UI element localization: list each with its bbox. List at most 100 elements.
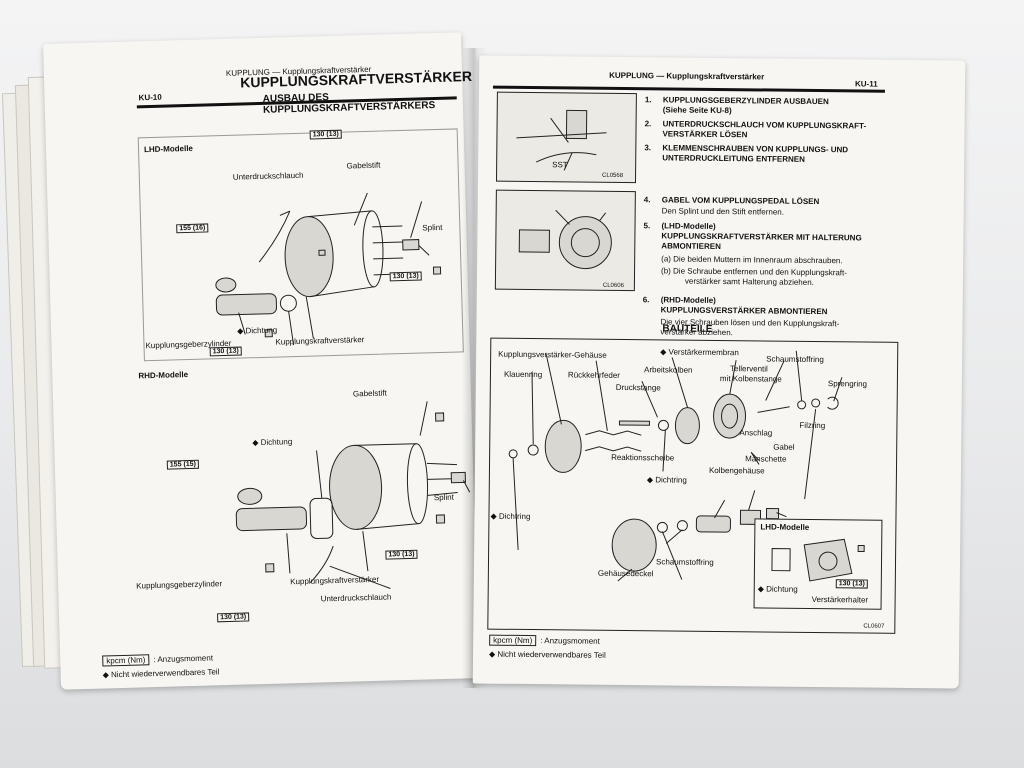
lhd-inset-label-dichtung: ◆ Dichtung <box>757 584 798 594</box>
part-label-manschette: Manschette <box>745 454 787 464</box>
rhd-booster-front <box>329 444 383 530</box>
bauteile-leader-lines <box>512 350 843 582</box>
part-verstaerkermembran-inner <box>721 403 739 429</box>
part-sprengring <box>827 396 839 410</box>
bauteile-code: CL0607 <box>863 623 885 630</box>
part-label-gehaeusedeckel: Gehäusedeckel <box>597 568 654 579</box>
step-6-title-2: KUPPLUNGSVERSTÄRKER ABMONTIEREN <box>660 305 828 317</box>
step-4-body: Den Splint und den Stift entfernen. <box>661 206 785 217</box>
step-1-number: 1. <box>644 95 652 105</box>
step-5-number: 5. <box>643 221 651 231</box>
step-4: 4. GABEL VOM KUPPLUNGSPEDAL LÖSEN Den Sp… <box>644 195 944 222</box>
part-label-anschlag: Anschlag <box>739 428 773 438</box>
part-kolbengehaeuse <box>695 515 731 533</box>
lhd-gasket <box>279 294 297 312</box>
part-schaumstoffring-bottom <box>656 521 668 533</box>
lhd-inset-drawing <box>771 538 865 582</box>
lhd-exploded-diagram <box>215 192 442 346</box>
rhd-label-splint: Splint <box>433 492 455 503</box>
part-label-arbeitskolben: Arbeitskolben <box>643 365 693 375</box>
part-label-tellerventil: Tellerventil <box>729 364 768 374</box>
part-reaktionsscheibe <box>657 419 669 431</box>
lhd-inset-nut <box>857 544 865 553</box>
lhd-reservoir <box>215 277 237 293</box>
part-label-gehaeuse: Kupplungsverstärker-Gehäuse <box>498 349 607 360</box>
part-label-gabel: Gabel <box>773 442 795 452</box>
right-legend-box: kpcm (Nm) <box>489 634 537 647</box>
step-2: 2. UNTERDRUCKSCHLAUCH VOM KUPPLUNGSKRAFT… <box>644 119 944 146</box>
rhd-nut-2 <box>435 514 446 524</box>
step-4-title: GABEL VOM KUPPLUNGSPEDAL LÖSEN <box>661 195 820 207</box>
lhd-torque-130-top: 130 (13) <box>309 129 342 140</box>
booster-photo-body <box>558 216 612 270</box>
left-page-number: KU-10 <box>138 92 162 103</box>
bauteile-exploded-diagram <box>508 350 843 582</box>
rhd-torque-155: 155 (15) <box>166 459 200 470</box>
lhd-booster-studs <box>372 225 404 276</box>
part-arbeitskolben <box>674 407 700 445</box>
rhd-nut-1 <box>435 412 445 422</box>
step-5-sub-a: (a) Die beiden Muttern im Innenraum absc… <box>661 254 843 266</box>
part-label-verstaerkermembran: ◆ Verstärkermembran <box>660 347 739 358</box>
lhd-booster-shell-lines <box>307 210 375 298</box>
sst-wrench <box>550 117 569 143</box>
right-page-number: KU-11 <box>854 79 878 89</box>
part-rueckkehrfeder-2 <box>585 446 642 452</box>
rhd-label-dichtung: ◆ Dichtung <box>252 437 293 448</box>
rhd-master-cylinder <box>235 506 308 532</box>
rhd-clevis <box>450 471 466 484</box>
lhd-inset-gasket <box>771 548 791 572</box>
lhd-nut-1 <box>318 249 326 256</box>
left-legend-torque-text: : Anzugsmoment <box>153 653 214 665</box>
step-3-number: 3. <box>644 143 652 153</box>
step-3-title-2: UNTERDRUCKLEITUNG ENTFERNEN <box>662 153 805 164</box>
rhd-heading: RHD-Modelle <box>138 370 189 381</box>
lhd-inset-label-verstaerkerhalter: Verstärkerhalter <box>811 594 869 605</box>
part-label-kolbengehaeuse: Kolbengehäuse <box>708 465 765 476</box>
part-gehaeusedeckel <box>611 518 657 572</box>
booster-photo-center <box>570 228 600 258</box>
lhd-torque-155: 155 (16) <box>176 223 209 234</box>
part-label-schaumstoffring-bottom: Schaumstoffring <box>655 557 714 567</box>
lhd-booster-body <box>284 216 334 298</box>
lhd-label-splint: Splint <box>422 222 443 233</box>
step-5-title: (LHD-Modelle) <box>661 221 716 231</box>
lhd-label-dichtung: ◆ Dichtung <box>237 325 278 336</box>
sst-reservoir <box>565 109 588 140</box>
part-druckstange <box>618 420 650 426</box>
sst-pipe-lines <box>516 132 607 163</box>
part-label-dichtring-left: ◆ Dichtring <box>490 511 531 522</box>
part-label-klauenring: Klauenring <box>503 369 543 380</box>
lhd-inset-bracket <box>803 538 853 582</box>
part-gehaeuse <box>544 419 582 473</box>
rhd-booster-rear <box>406 443 429 525</box>
rhd-leader-lines <box>286 401 471 589</box>
lhd-vacuum-hose <box>258 210 291 263</box>
lhd-booster-rear <box>362 210 384 288</box>
step-2-number: 2. <box>644 119 652 129</box>
photo-sst-drawing <box>516 109 607 171</box>
part-klauenring <box>527 444 539 456</box>
lhd-clevis <box>402 239 420 251</box>
lhd-torque-130-right: 130 (13) <box>389 271 422 282</box>
part-schaumstoffring-top <box>797 400 807 410</box>
rhd-torque-130-right: 130 (13) <box>385 549 418 560</box>
step-5-title-3: ABMONTIEREN <box>661 241 721 252</box>
booster-photo-tools <box>555 209 607 225</box>
part-label-filzring: Filzring <box>799 420 826 431</box>
photo-booster-code: CL0606 <box>602 282 624 289</box>
lhd-nut-3 <box>264 329 273 338</box>
rhd-nut-3 <box>265 563 275 573</box>
part-label-reaktionsscheibe: Reaktionsscheibe <box>611 452 675 463</box>
lhd-inset-bracket-hole <box>818 551 838 571</box>
step-5: 5. (LHD-Modelle) KUPPLUNGSKRAFTVERSTÄRKE… <box>643 221 944 298</box>
booster-photo-cylinder <box>518 229 550 253</box>
rhd-vacuum-hose <box>309 545 334 584</box>
photo-booster-drawing <box>518 209 612 270</box>
part-dichtring-left <box>508 449 518 459</box>
right-section-header: KUPPLUNG — Kupplungskraftverstärker <box>609 70 765 82</box>
part-filzring <box>811 398 821 408</box>
left-page: KU-10 KUPPLUNG — Kupplungskraftverstärke… <box>43 32 479 690</box>
step-1-note: (Siehe Seite KU-8) <box>662 105 732 116</box>
lhd-nut-2 <box>432 266 442 275</box>
